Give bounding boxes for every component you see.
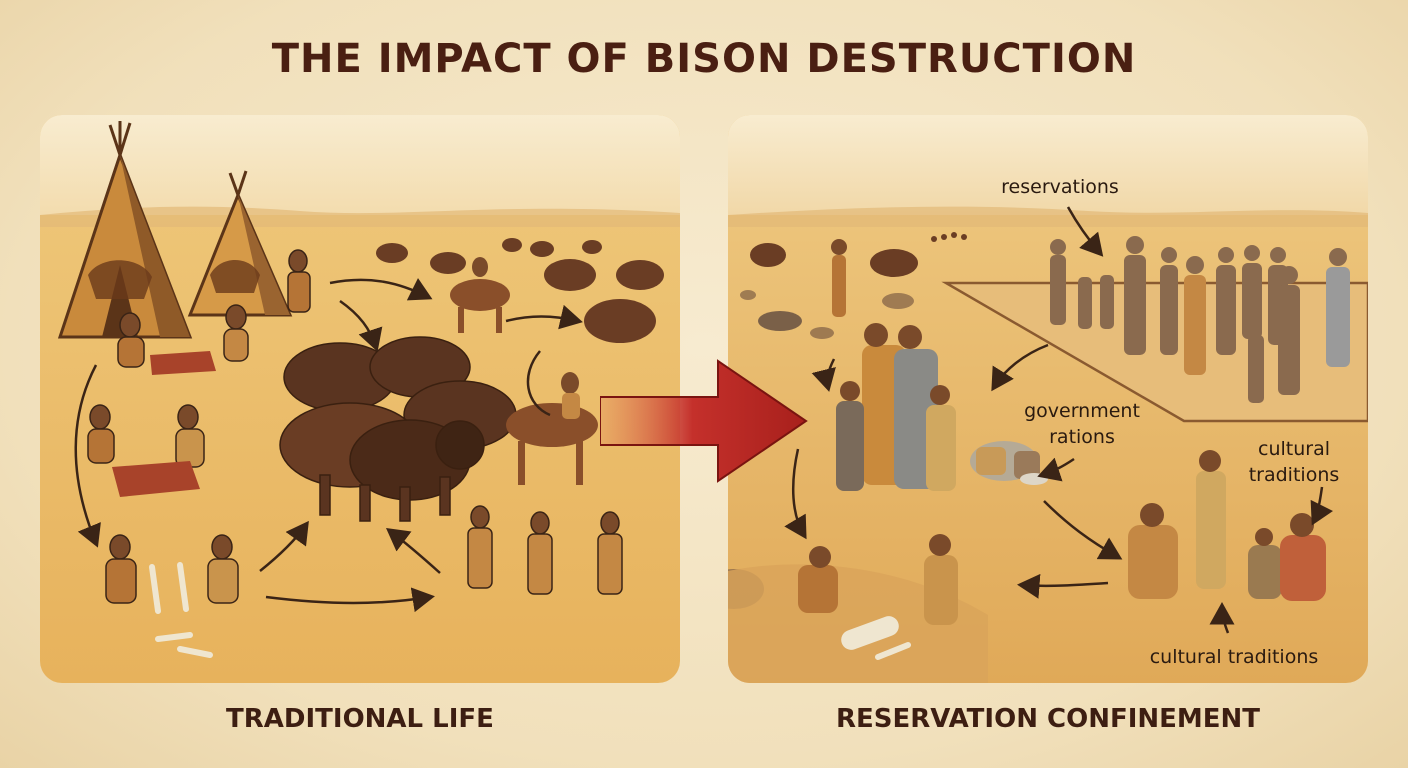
traditional-life-illustration — [40, 115, 680, 683]
reservation-confinement-panel: reservations government rations cultural… — [728, 115, 1368, 683]
remaining-bison — [750, 232, 967, 277]
label-government-line1: government — [1024, 400, 1140, 422]
label-cultural-line1: cultural — [1258, 438, 1330, 460]
bones — [149, 562, 213, 658]
label-reservations: reservations — [1001, 176, 1119, 198]
page-title: THE IMPACT OF BISON DESTRUCTION — [271, 36, 1137, 82]
caption-traditional-life: TRADITIONAL LIFE — [226, 704, 494, 734]
flow-arrows — [784, 206, 1334, 634]
walking-figure — [831, 239, 847, 317]
bison-herd — [279, 336, 517, 522]
traditional-life-panel — [40, 115, 680, 683]
reservation-crowd — [1050, 236, 1350, 403]
reservation-illustration: reservations government rations cultural… — [728, 115, 1368, 683]
label-cultural-line2: traditions — [1249, 464, 1340, 486]
hide-working-scene — [728, 534, 988, 683]
cycle-arrows — [74, 277, 583, 613]
people-group — [87, 249, 623, 604]
label-cultural-traditions-bottom: cultural traditions — [1150, 646, 1319, 668]
transition-arrow — [600, 359, 808, 483]
wolf — [758, 311, 802, 331]
caption-reservation-confinement: RESERVATION CONFINEMENT — [835, 704, 1261, 734]
family-group — [836, 323, 956, 491]
distant-bison — [376, 238, 664, 343]
mounted-hunters — [450, 257, 598, 485]
label-government-line2: rations — [1049, 426, 1115, 448]
cultural-traditions-group — [1128, 450, 1326, 601]
